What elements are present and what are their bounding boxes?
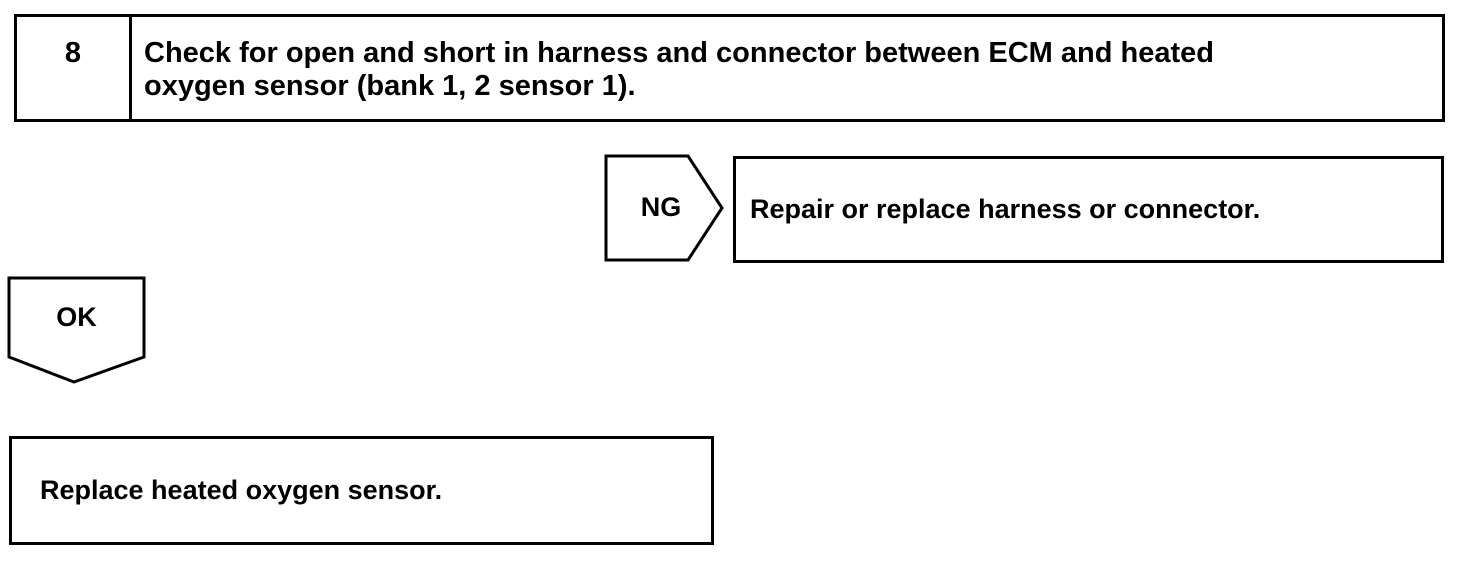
step-text: Check for open and short in harness and … <box>132 17 1442 119</box>
step-box: 8 Check for open and short in harness an… <box>14 14 1445 122</box>
step-text-line-1: Check for open and short in harness and … <box>144 37 1214 69</box>
ng-action-box: Repair or replace harness or connector. <box>733 156 1444 263</box>
ok-action-box: Replace heated oxygen sensor. <box>9 436 714 545</box>
ng-label: NG <box>640 192 682 222</box>
ng-action-text: Repair or replace harness or connector. <box>750 194 1261 224</box>
ok-label: OK <box>56 302 97 332</box>
step-number: 8 <box>17 17 132 119</box>
step-text-line-2: oxygen sensor (bank 1, 2 sensor 1). <box>144 70 636 102</box>
ok-action-text: Replace heated oxygen sensor. <box>40 475 443 505</box>
